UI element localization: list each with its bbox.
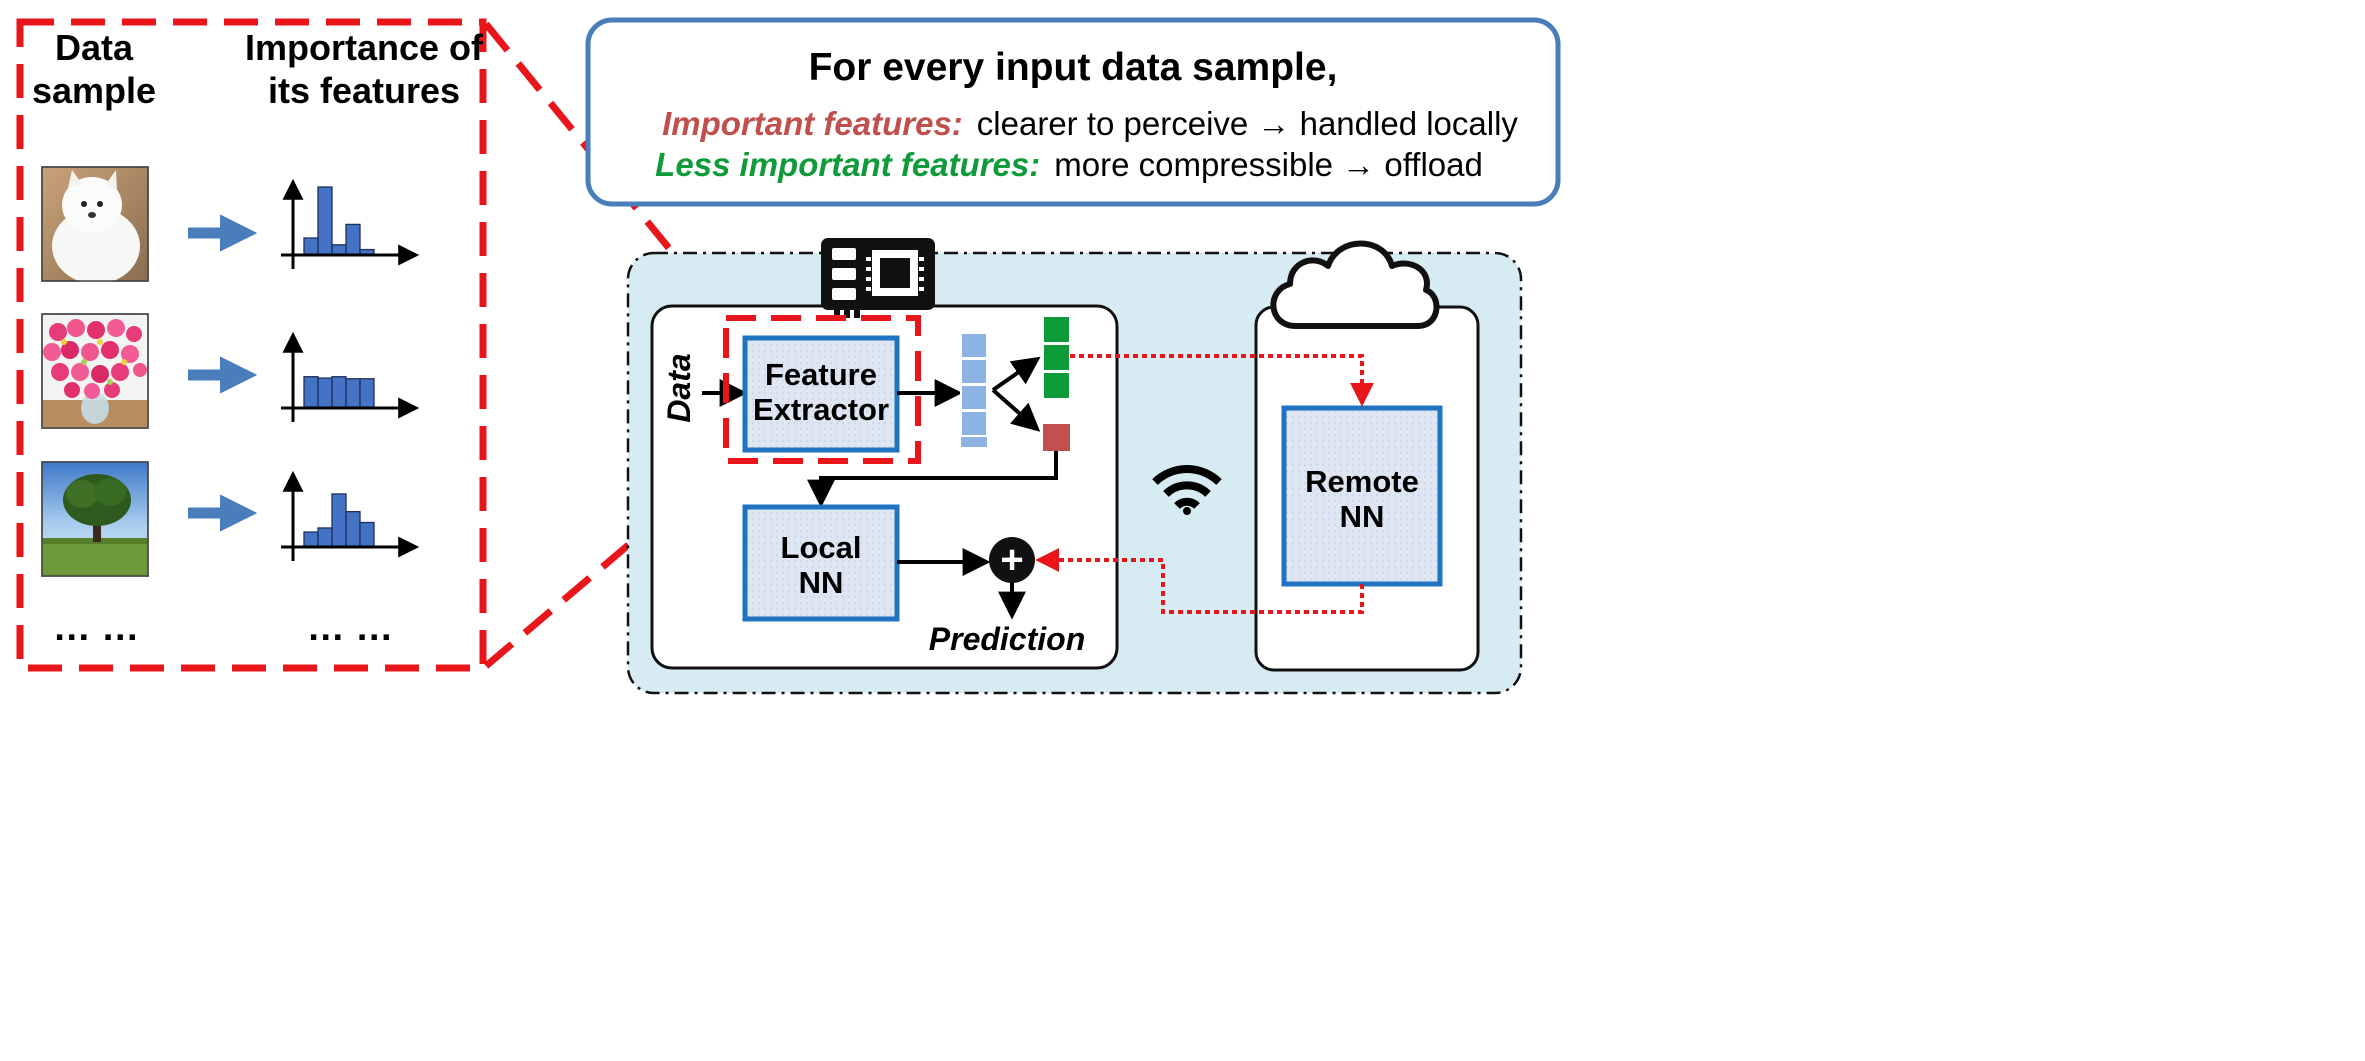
callout-important-line: Important features: clearer to perceive →… — [662, 105, 1518, 142]
col1-title-line2: sample — [32, 70, 156, 111]
histogram-bar — [331, 493, 347, 548]
chip-icon — [821, 238, 935, 318]
prediction-label: Prediction — [929, 621, 1085, 657]
histogram-bar — [317, 186, 333, 256]
histogram-bar — [331, 244, 347, 256]
important-features-block — [1043, 424, 1070, 451]
local-nn-label-2: NN — [799, 565, 844, 600]
histogram-bar — [345, 223, 361, 256]
callout-title: For every input data sample, — [809, 46, 1338, 89]
less-important-features-label: Less important features: — [655, 146, 1040, 183]
histogram-bar — [303, 237, 319, 256]
callout-box: For every input data sample, Important f… — [585, 17, 1561, 207]
aggregate-plus-icon: + — [989, 537, 1035, 583]
col2-title-line2: its features — [268, 70, 460, 111]
feature-extractor-label-1: Feature — [765, 357, 877, 392]
important-features-label: Important features: — [662, 105, 963, 142]
ellipsis-left: … … — [53, 607, 140, 649]
split-arrow-up — [991, 356, 1041, 392]
feature-vector — [960, 332, 988, 447]
offload-to-remote-arrow — [1070, 354, 1374, 407]
important-features-text: clearer to perceive → handled locally — [977, 105, 1519, 142]
histogram-bar — [345, 510, 361, 548]
remote-to-aggregate-arrow — [1035, 548, 1364, 614]
importance-histograms — [281, 178, 420, 561]
histogram-bar — [345, 378, 361, 409]
data-input-label: Data — [661, 353, 697, 422]
col2-title-line1: Importance of — [245, 27, 484, 68]
wifi-icon — [1152, 465, 1222, 515]
histogram-bar — [331, 376, 347, 409]
remote-nn-label-2: NN — [1340, 499, 1385, 534]
col1-title-line1: Data — [55, 27, 134, 68]
split-arrow-down — [991, 388, 1041, 432]
cloud-icon — [1270, 240, 1440, 329]
remote-nn-label-1: Remote — [1305, 464, 1419, 499]
less-important-features-text: more compressible → offload — [1054, 146, 1483, 183]
sample-image-puppy — [41, 166, 149, 284]
ellipsis-right: … … — [307, 607, 394, 649]
less-important-features-block — [1042, 315, 1071, 400]
histogram-bar — [317, 527, 333, 548]
system-diagram: Data Feature Extractor Local NN — [626, 238, 1523, 695]
histogram-3 — [281, 470, 420, 561]
callout-less-important-line: Less important features: more compressibl… — [655, 146, 1483, 183]
panel-dashed-border — [16, 18, 487, 672]
feature-extractor-label-2: Extractor — [753, 392, 889, 427]
histogram-bar — [317, 377, 333, 409]
histogram-bar — [359, 521, 375, 548]
histogram-bar — [359, 378, 375, 409]
feature-importance-panel: Data sample Importance of its features — [16, 18, 487, 672]
sample-image-tree — [41, 461, 149, 577]
local-nn-label-1: Local — [781, 530, 862, 565]
local-nn-box[interactable] — [742, 504, 900, 622]
zoom-highlight-region — [723, 315, 921, 464]
histogram-bar — [303, 376, 319, 409]
histogram-bar — [303, 531, 319, 548]
important-to-local-arrow — [807, 451, 1058, 508]
aggregate-plus-symbol: + — [1000, 538, 1023, 582]
histogram-2 — [281, 331, 420, 422]
histogram-1 — [281, 178, 420, 269]
sample-image-flowers — [41, 313, 149, 429]
